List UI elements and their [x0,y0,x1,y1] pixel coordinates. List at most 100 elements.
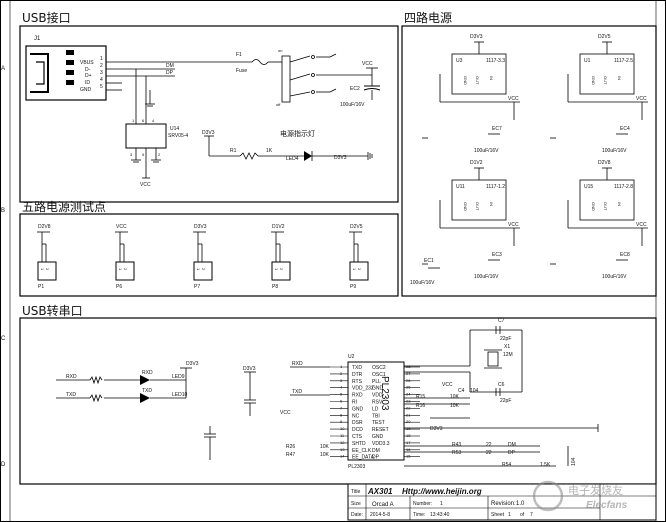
svg-text:SRV05-4: SRV05-4 [168,133,188,139]
tb-revision-label: Revision: [491,501,516,507]
pin-out: OUT [475,202,480,211]
serial-vcc-left: VCC [280,410,291,416]
regulator-cap-ref: EC4 [620,126,630,132]
chip-left-pin-name: EE_CLK [352,448,372,454]
chip-left-pin-number: 10 [340,426,345,431]
svg-text:F1: F1 [236,52,242,58]
regulator-ref: U15 [584,184,593,190]
c4-value: 104 [470,388,479,394]
chip-left-pin-number: 7 [340,405,343,410]
testpoint-pin: 1 [274,268,279,271]
usb-connector-j1: J1 VBUS D- D+ ID GND 1 2 3 4 5 [25,36,107,101]
tb-time-value: 13:43:40 [430,512,450,518]
margin-label-d: D [1,462,6,468]
svg-text:D+: D+ [85,73,92,79]
pin-gnd: GND [591,76,596,85]
chip-left-pin-number: 5 [340,392,343,397]
chip-right-pin-number: 20 [406,419,411,424]
svg-text:D3V3: D3V3 [334,155,347,161]
svg-text:5: 5 [142,152,145,157]
regulator-part: 1117-2.8 [614,184,633,190]
chip-left-pin-name: NC [352,413,360,419]
regulator-cap-value: 100uF/16V [602,148,627,154]
pin-in: IN [489,76,494,80]
testpoint-ref: P9 [350,284,356,290]
chip-right-pin-number: 24 [406,392,411,397]
chip-left-pin-number: 13 [340,447,345,452]
chip-right-pin-number: 16 [406,447,411,452]
c21-value: 104 [571,457,577,466]
tb-of-value: 7 [530,512,533,518]
led9-label: LED9 [172,374,185,380]
led10-diode [140,393,150,403]
svg-text:2: 2 [158,152,161,157]
svg-text:3: 3 [130,152,133,157]
testpoint-section-title: 五路电源测试点 [22,199,106,214]
r26-label: R26 [286,444,295,450]
testpoint-pin: 2 [279,268,284,271]
chip-right-pin-name: VDD [372,393,383,399]
chip-left-pin-name: DCD [352,427,363,433]
chip-right-pin-name: LD [372,406,379,412]
regulator-cap-value: 100uF/16V [474,274,499,280]
svg-text:D3V3: D3V3 [202,130,215,136]
power-switch [281,53,346,103]
regulator-in-net: VCC [636,222,647,228]
ec1-ref: EC1 [424,258,434,264]
serial-led-circuit [56,367,192,403]
regulator-net-label: D2V5 [598,34,611,40]
power-section-title: 四路电源 [404,10,452,25]
chip-left-pin-number: 14 [340,454,345,459]
svg-text:U14: U14 [170,126,179,132]
testpoint-ref: P7 [194,284,200,290]
chip-right-pin-number: 18 [406,433,411,438]
net-dp-label: DP [166,70,174,76]
chip-left-pin-number: 6 [340,399,343,404]
margin-label-b: B [1,208,5,214]
chip-left-pin-name: RI [352,400,357,406]
regulator-part: 1117-1.2 [486,184,505,190]
watermark-logo-icon [532,480,564,512]
r43-value: 22 [486,442,492,448]
regulator-cap-value: 100uF/16V [602,274,627,280]
svg-text:VBUS: VBUS [80,60,94,66]
tb-size-label: Size [351,501,361,507]
power-led-circuit: D3V3 R1 1K LED4 D3V3 [202,130,373,162]
switch-on-label: on [278,48,282,53]
led9-diode [140,375,150,385]
margin-label-a: A [1,66,5,72]
chip-right-pin-number: 15 [406,454,411,459]
chip-left-pin-number: 11 [340,433,345,438]
switch-off-label: off [276,102,281,107]
testpoint-pin: 2 [45,268,50,271]
r15-value: 10K [450,394,460,400]
chip-right-pin-number: 25 [406,385,411,390]
c7-label: C7 [498,318,505,324]
x1-label: X1 [504,344,510,350]
svg-text:1K: 1K [266,148,273,154]
chip-left-pin-name: SHTD [352,441,366,447]
txd-led-net: TXD [142,388,152,394]
tb-revision-value: 1.0 [516,501,525,507]
chip-left-pin-number: 3 [340,378,343,383]
pin-in: IN [617,202,622,206]
r26-value: 10K [320,444,330,450]
r54-label: R54 [502,462,511,468]
regulator-in-net: VCC [636,96,647,102]
net-dm-label: DM [166,63,174,69]
regulator-cap-value: 100uF/16V [474,148,499,154]
svg-text:D-: D- [85,67,91,73]
regulator-net-label: D3V3 [470,34,483,40]
tb-time-label: Time: [413,512,425,518]
chip-right-pin-number: 23 [406,399,411,404]
regulator-in-net: VCC [508,96,519,102]
cap-ec2: VCC EC2 100uF/16V [340,61,381,108]
